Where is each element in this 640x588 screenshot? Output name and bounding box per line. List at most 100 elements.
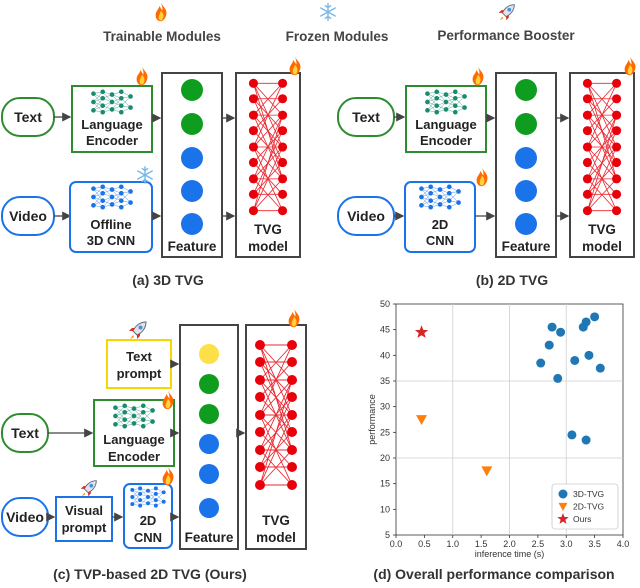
tvg-network-icon (248, 78, 288, 216)
panel-c: Text prompt Text Language Encoder Video … (1, 308, 307, 582)
visual-prompt-box (55, 496, 113, 542)
flame-icon (476, 167, 488, 187)
feature-dot (181, 113, 203, 135)
x-tick-label: 3.0 (560, 539, 573, 549)
x-tick-label: 0.0 (390, 539, 403, 549)
video-encoder-label-1: 2D (432, 217, 449, 232)
point-2d-tvg (416, 415, 428, 425)
language-encoder-label-1: Language (81, 117, 142, 132)
language-encoder-box (71, 85, 153, 153)
tvg-model-box (235, 72, 301, 258)
rocket-icon (80, 480, 97, 497)
feature-label: Feature (168, 239, 217, 254)
legend-label-3d-tvg: 3D-TVG (573, 489, 604, 499)
x-tick-label: 0.5 (418, 539, 431, 549)
feature-dot (199, 344, 219, 364)
y-tick-label: 25 (380, 427, 390, 437)
legend-trainable-label: Trainable Modules (103, 29, 221, 44)
y-tick-label: 35 (380, 376, 390, 386)
point-2d-tvg (481, 466, 493, 477)
rocket-icon (498, 4, 515, 21)
video-input-label: Video (6, 509, 44, 525)
y-tick-label: 45 (380, 325, 390, 335)
feature-dot (515, 213, 537, 235)
language-encoder-label-2: Encoder (108, 449, 160, 464)
x-tick-label: 4.0 (617, 539, 630, 549)
x-tick-label: 2.5 (532, 539, 545, 549)
panel-b: Text Video Language Encoder 2D CNN Featu… (337, 56, 636, 288)
flame-icon (136, 66, 148, 86)
point-3d-tvg (567, 430, 577, 440)
feature-dot (181, 147, 203, 169)
legend-marker-3d-tvg (558, 489, 568, 499)
feature-dot (199, 464, 219, 484)
feature-dot (515, 113, 537, 135)
legend-marker-ours (557, 513, 569, 524)
tvg-model-label-2: model (248, 239, 288, 254)
feature-label: Feature (185, 530, 234, 545)
video-encoder-label-2: CNN (426, 233, 454, 248)
text-prompt-box (106, 339, 172, 389)
y-tick-label: 50 (380, 299, 390, 309)
video-input-label: Video (347, 208, 385, 224)
text-input-label: Text (11, 425, 39, 441)
language-encoder-label-1: Language (103, 432, 164, 447)
tvg-model-label-2: model (256, 530, 296, 545)
y-tick-label: 30 (380, 402, 390, 412)
tvg-model-label-1: TVG (262, 513, 290, 528)
x-tick-label: 2.0 (503, 539, 516, 549)
panel-c-caption: (c) TVP-based 2D TVG (Ours) (53, 566, 247, 582)
tvg-model-label-2: model (582, 239, 622, 254)
chart-legend-box (551, 483, 619, 530)
legend-frozen-label: Frozen Modules (286, 29, 389, 44)
visual-prompt-label-1: Visual (65, 503, 103, 518)
text-input-label: Text (352, 109, 380, 125)
point-3d-tvg (584, 350, 594, 360)
x-tick-label: 1.0 (446, 539, 459, 549)
y-tick-label: 20 (380, 453, 390, 463)
point-3d-tvg (570, 355, 580, 365)
legend-label-ours: Ours (573, 514, 591, 524)
legend-marker-2d-tvg (558, 502, 568, 511)
panel-d-caption: (d) Overall performance comparison (373, 566, 614, 582)
language-encoder-label-1: Language (415, 117, 476, 132)
visual-prompt-label-2: prompt (62, 520, 107, 535)
point-3d-tvg (547, 322, 557, 332)
tvg-model-box (569, 72, 635, 258)
y-tick-label: 10 (380, 504, 390, 514)
feature-dot (515, 79, 537, 101)
tvg-model-label-1: TVG (254, 222, 282, 237)
text-prompt-label-1: Text (126, 349, 152, 364)
feature-dot (199, 434, 219, 454)
feature-dot (515, 147, 537, 169)
point-3d-tvg (595, 363, 605, 373)
video-encoder-label-2: 3D CNN (87, 233, 135, 248)
video-encoder-label-1: 2D (140, 513, 157, 528)
language-encoder-label-2: Encoder (86, 133, 138, 148)
point-3d-tvg (590, 312, 600, 322)
video-encoder-label-1: Offline (90, 217, 131, 232)
y-tick-label: 40 (380, 350, 390, 360)
2d-cnn-box (404, 181, 476, 253)
point-3d-tvg (536, 358, 546, 368)
x-tick-label: 1.5 (475, 539, 488, 549)
feature-dot (199, 498, 219, 518)
panel-a: Text Video Language Encoder Offline 3D C… (1, 56, 301, 288)
x-tick-label: 3.5 (588, 539, 601, 549)
feature-dot (181, 180, 203, 202)
video-encoder-label-2: CNN (134, 530, 162, 545)
legend: Trainable Modules Frozen Modules Perform… (103, 2, 575, 44)
feature-dot (181, 213, 203, 235)
panel-a-caption: (a) 3D TVG (132, 272, 204, 288)
point-3d-tvg (544, 340, 554, 350)
tvg-model-label-1: TVG (588, 222, 616, 237)
point-3d-tvg (553, 373, 563, 383)
feature-dot (181, 79, 203, 101)
point-3d-tvg (581, 435, 591, 445)
legend-label-2d-tvg: 2D-TVG (573, 502, 604, 512)
feature-dot (199, 374, 219, 394)
text-input-label: Text (14, 109, 42, 125)
language-encoder-box (405, 85, 487, 153)
